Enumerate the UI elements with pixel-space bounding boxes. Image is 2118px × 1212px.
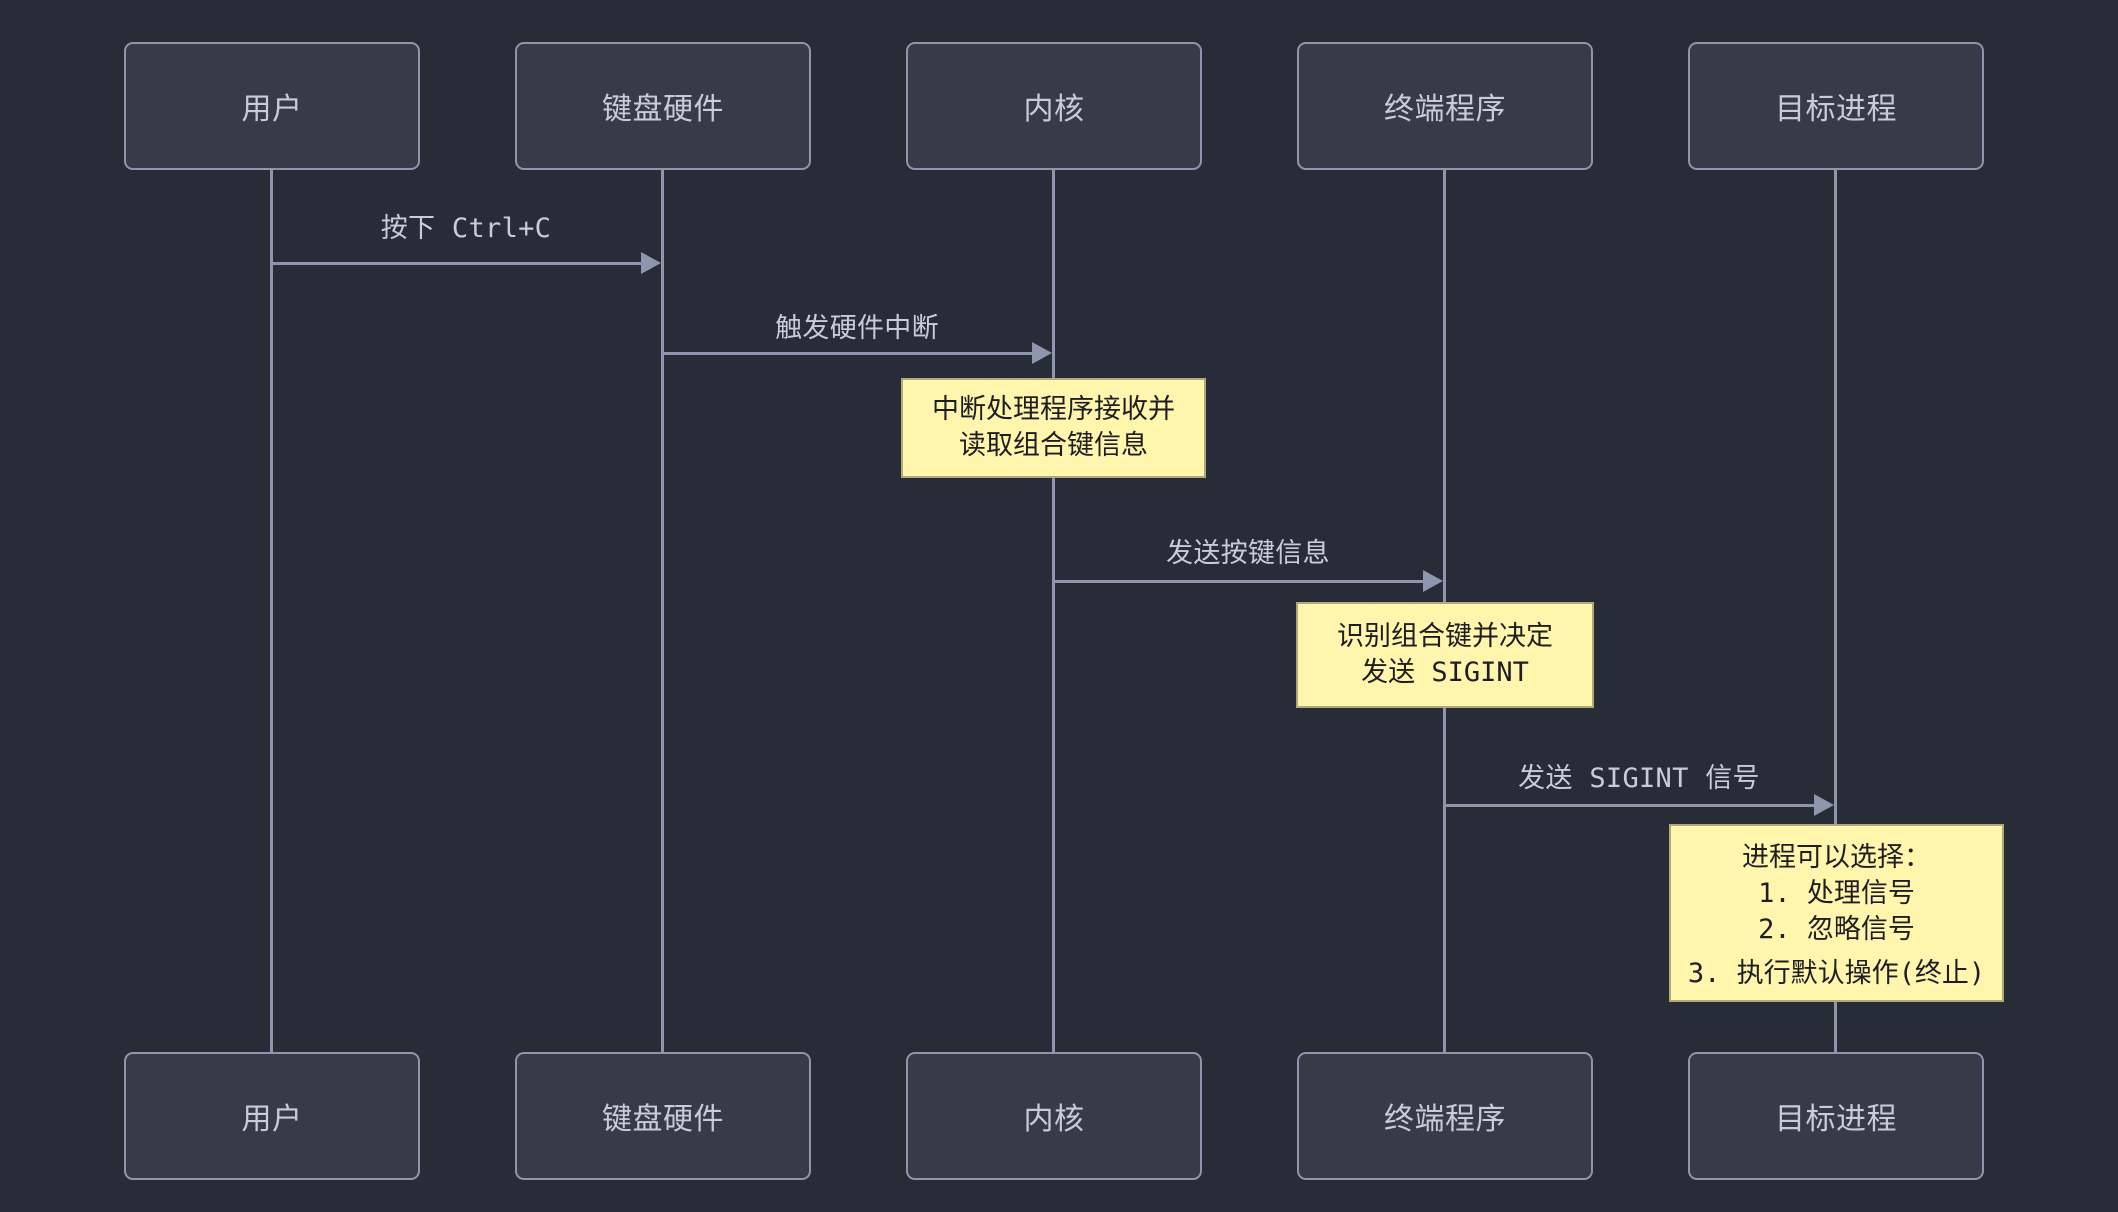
lifeline-process [1834,170,1837,1052]
lifeline-user [270,170,273,1052]
message-label-2: 触发硬件中断 [775,313,939,344]
participant-label: 用户 [241,92,303,127]
participant-label: 用户 [241,1102,303,1137]
note-line: 中断处理程序接收并 [932,394,1175,426]
note-line: 读取组合键信息 [959,430,1148,461]
message-label-4: 发送 SIGINT 信号 [1518,763,1760,794]
participant-bottom-user[interactable]: 用户 [124,1052,420,1180]
participant-bottom-terminal[interactable]: 终端程序 [1297,1052,1593,1180]
note-line: 2. 忽略信号 [1758,913,1915,945]
participant-label: 键盘硬件 [602,92,724,127]
participant-label: 目标进程 [1775,92,1897,127]
participant-label: 目标进程 [1775,1102,1897,1137]
participant-bottom-keyboard[interactable]: 键盘硬件 [515,1052,811,1180]
participant-top-keyboard[interactable]: 键盘硬件 [515,42,811,170]
message-line-2 [662,352,1034,355]
participant-top-terminal[interactable]: 终端程序 [1297,42,1593,170]
note-line: 发送 SIGINT [1361,657,1529,688]
participant-top-process[interactable]: 目标进程 [1688,42,1984,170]
participant-label: 内核 [1023,92,1085,127]
message-label-1: 按下 Ctrl+C [380,213,552,244]
message-line-1 [271,262,643,265]
participant-label: 键盘硬件 [602,1102,724,1137]
message-arrowhead-4 [1814,794,1834,816]
participant-label: 内核 [1023,1102,1085,1137]
participant-label: 终端程序 [1384,1102,1506,1137]
message-line-3 [1053,580,1425,583]
note-terminal: 识别组合键并决定 发送 SIGINT [1296,602,1594,708]
participant-bottom-process[interactable]: 目标进程 [1688,1052,1984,1180]
note-line: 1. 处理信号 [1758,877,1915,909]
message-label-3: 发送按键信息 [1166,538,1330,569]
message-arrowhead-2 [1032,342,1052,364]
participant-bottom-kernel[interactable]: 内核 [906,1052,1202,1180]
note-line: 识别组合键并决定 [1337,621,1553,653]
lifeline-keyboard [661,170,664,1052]
participant-top-kernel[interactable]: 内核 [906,42,1202,170]
note-line: 进程可以选择： [1742,842,1931,873]
message-line-4 [1444,804,1816,807]
note-kernel: 中断处理程序接收并 读取组合键信息 [901,378,1206,478]
message-arrowhead-3 [1423,570,1443,592]
note-process: 进程可以选择： 1. 处理信号 2. 忽略信号 3. 执行默认操作(终止) [1669,824,2004,1002]
lifeline-kernel [1052,170,1055,1052]
note-line-overflow: 3. 执行默认操作(终止) [1687,958,1986,989]
message-arrowhead-1 [641,252,661,274]
participant-label: 终端程序 [1384,92,1506,127]
participant-top-user[interactable]: 用户 [124,42,420,170]
